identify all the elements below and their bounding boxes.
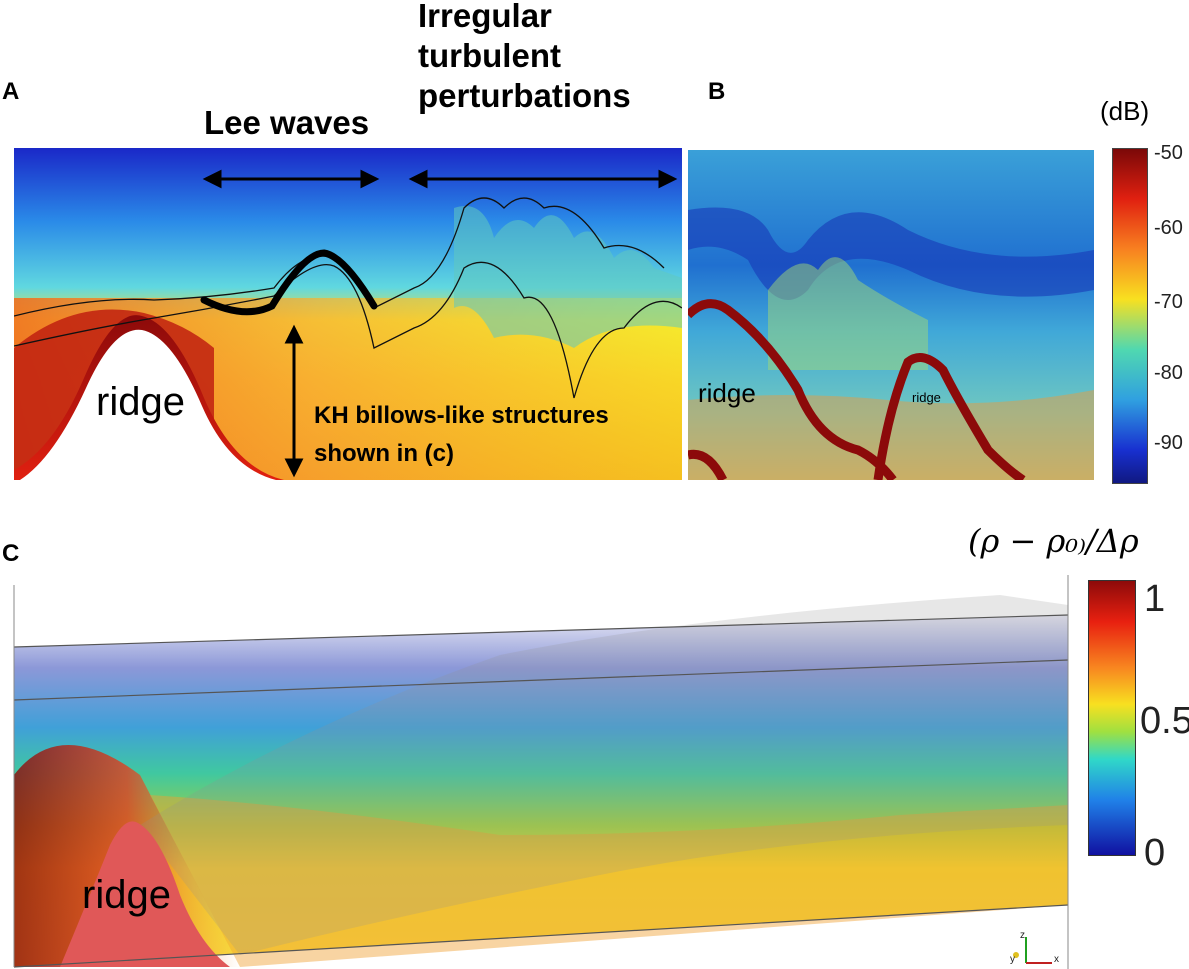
turbulent-isosurfaces xyxy=(140,595,1068,955)
panel-b-tick-70: -70 xyxy=(1154,291,1183,313)
panel-b-echogram xyxy=(688,150,1094,480)
panel-b-ridge-right-label: ridge xyxy=(912,390,941,405)
kh-line-1: KH billows-like structures xyxy=(314,402,609,429)
panel-c-tick-05: 0.5 xyxy=(1140,700,1189,742)
panel-c-ridge-shape xyxy=(60,821,230,967)
panel-c-tick-1: 1 xyxy=(1144,578,1166,620)
seabed-line xyxy=(688,299,1026,480)
panel-a-simulation xyxy=(14,148,682,480)
panel-c-volume xyxy=(14,615,1068,967)
upper-contour xyxy=(14,197,665,317)
irregular-label: Irregular turbulent perturbations xyxy=(418,0,631,116)
irregular-arrow xyxy=(408,169,678,189)
panel-a-letter: A xyxy=(2,78,20,105)
panel-b-letter: B xyxy=(708,78,726,105)
panel-c-letter: C xyxy=(2,540,20,567)
panel-b-tick-50: -50 xyxy=(1154,142,1183,164)
kh-arrow xyxy=(284,324,304,478)
lee-waves-arrow xyxy=(202,169,380,189)
axis-y-label: y xyxy=(1010,954,1015,965)
panel-c-colorbar-title: (ρ − ρ₀₎/Δρ xyxy=(968,522,1139,560)
lee-wave-line xyxy=(200,249,378,316)
panel-c-tick-0: 0 xyxy=(1144,832,1166,874)
panel-b-colorbar xyxy=(1112,148,1148,484)
irregular-line-1: Irregular xyxy=(418,0,552,34)
irregular-line-3: perturbations xyxy=(418,77,631,114)
axis-z-label: z xyxy=(1020,930,1025,941)
panel-c-warm-layer xyxy=(150,795,1068,967)
panel-b-tick-60: -60 xyxy=(1154,217,1183,239)
irregular-line-2: turbulent xyxy=(418,37,561,74)
panel-c-colorbar xyxy=(1088,580,1136,856)
panel-c-ridge-label: ridge xyxy=(82,873,171,917)
lee-waves-label: Lee waves xyxy=(204,104,370,141)
panel-b-colorbar-unit: (dB) xyxy=(1100,96,1150,126)
axis-triad-icon xyxy=(1013,937,1052,964)
panel-b-tick-90: -90 xyxy=(1154,432,1183,454)
turbulent-patch xyxy=(454,206,682,348)
panel-b-ridge-left-label: ridge xyxy=(698,378,756,408)
panel-b-tick-80: -80 xyxy=(1154,362,1183,384)
scattering-plume xyxy=(768,257,928,370)
kh-label: KH billows-like structures shown in (c) xyxy=(314,397,609,473)
kh-line-2: shown in (c) xyxy=(314,440,454,467)
axis-x-label: x xyxy=(1054,954,1059,965)
panel-c-simulation xyxy=(13,575,1069,969)
panel-a-ridge-label: ridge xyxy=(96,380,185,424)
ridge-shape xyxy=(20,329,276,480)
lower-contour xyxy=(14,261,682,399)
